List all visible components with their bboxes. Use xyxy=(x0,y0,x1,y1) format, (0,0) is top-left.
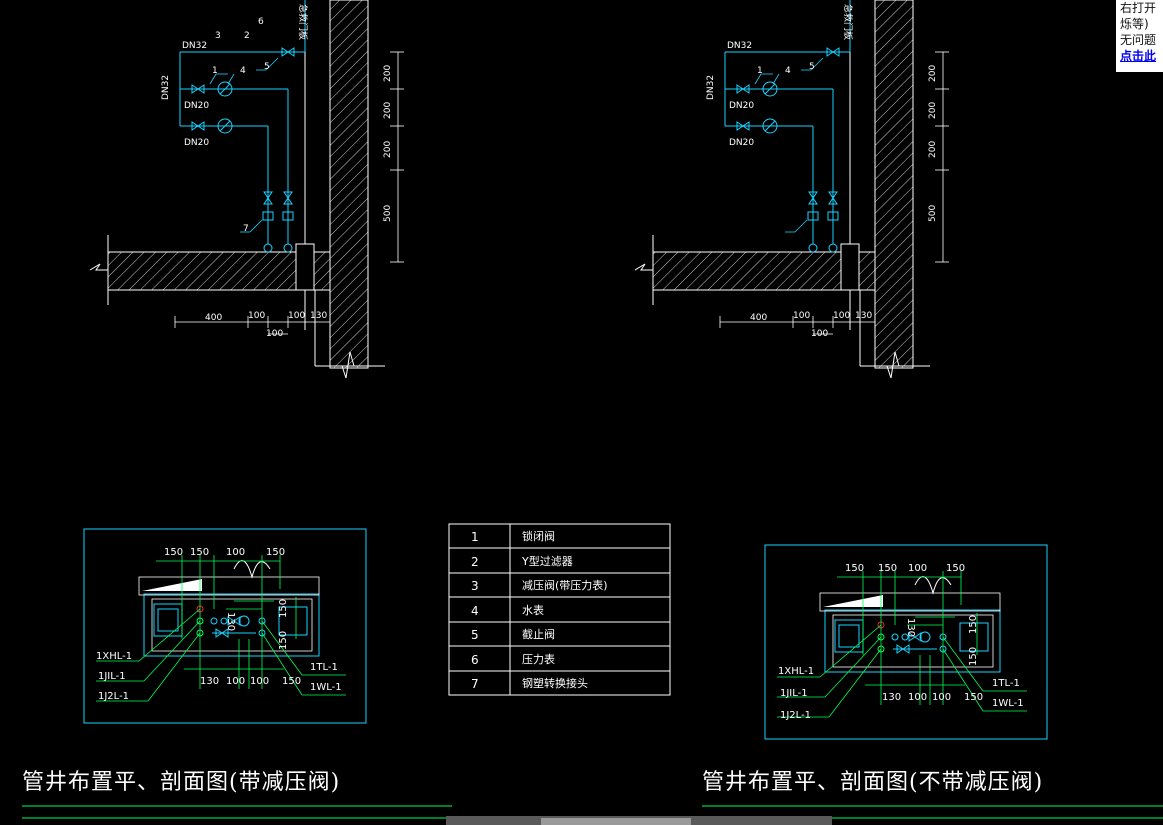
plan-dim-top-4-r: 150 xyxy=(946,563,965,574)
legend-name-3: 减压阀(带压力表) xyxy=(522,578,608,592)
riser-label-1-r: 1XHL-1 xyxy=(778,666,814,677)
drawing-title-right: 管井布置平、剖面图(不带减压阀) xyxy=(702,770,1044,795)
riser-label-4: 1TL-1 xyxy=(310,662,338,673)
label-dn32-side: DN32 xyxy=(161,75,171,100)
svg-text:4: 4 xyxy=(785,66,791,76)
svg-text:4: 4 xyxy=(240,66,246,76)
plan-dim-bot-3: 100 xyxy=(250,676,269,687)
plan-dim-top-2: 150 xyxy=(190,547,209,558)
legend-name-2: Y型过滤器 xyxy=(521,554,573,568)
hdim-1-r: 400 xyxy=(750,313,767,323)
legend-num-1: 1 xyxy=(471,530,479,544)
label-dn32-top-r: DN32 xyxy=(727,41,752,51)
plan-dim-bot-4: 150 xyxy=(282,676,301,687)
popup-link[interactable]: 点击此 xyxy=(1120,49,1157,63)
vdim-1-r: 200 xyxy=(928,65,938,82)
hdim-3-r: 100 xyxy=(833,311,850,321)
label-dn20-a-r: DN20 xyxy=(729,101,754,111)
riser-label-4-r: 1TL-1 xyxy=(992,678,1020,689)
vdim-3-r: 200 xyxy=(928,141,938,158)
legend-num-6: 6 xyxy=(471,653,479,667)
vdim-4: 500 xyxy=(383,205,393,222)
legend-num-5: 5 xyxy=(471,628,479,642)
plan-dim-side-a-r: 150 xyxy=(968,615,979,634)
plan-dim-inner-r: 130 xyxy=(905,618,916,637)
plan-dim-bot-1-r: 130 xyxy=(882,692,901,703)
section-view-right xyxy=(635,0,949,378)
riser-label-3: 1J2L-1 xyxy=(98,691,129,702)
legend-name-5: 截止阀 xyxy=(522,627,555,641)
riser-label-2: 1JIL-1 xyxy=(98,671,126,682)
vdim-3: 200 xyxy=(383,141,393,158)
legend-name-4: 水表 xyxy=(522,603,544,617)
horizontal-scrollbar[interactable] xyxy=(446,816,832,825)
scrollbar-thumb[interactable] xyxy=(541,818,691,825)
svg-text:5: 5 xyxy=(264,62,270,72)
popup-text-1: 右打开 xyxy=(1120,1,1157,15)
plan-dim-top-4: 150 xyxy=(266,547,285,558)
hdim-sub-r: 100 xyxy=(811,329,828,339)
hdim-1: 400 xyxy=(205,313,222,323)
label-vertical-r: 急救门板 xyxy=(842,4,854,40)
svg-text:7: 7 xyxy=(243,224,249,234)
label-vertical: 急救门板 xyxy=(297,4,309,40)
riser-label-3-r: 1J2L-1 xyxy=(780,710,811,721)
svg-text:6: 6 xyxy=(258,17,264,27)
plan-dim-inner: 130 xyxy=(225,612,236,631)
legend-num-4: 4 xyxy=(471,604,479,618)
legend-table xyxy=(448,523,671,696)
plan-dim-bot-3-r: 100 xyxy=(932,692,951,703)
riser-label-5-r: 1WL-1 xyxy=(992,698,1024,709)
legend-name-1: 锁闭阀 xyxy=(522,529,555,543)
legend-num-3: 3 xyxy=(471,579,479,593)
hdim-2-r: 100 xyxy=(793,311,810,321)
svg-text:2: 2 xyxy=(244,31,250,41)
svg-text:3: 3 xyxy=(215,31,221,41)
riser-label-2-r: 1JIL-1 xyxy=(780,688,808,699)
plan-dim-side-a: 150 xyxy=(278,599,289,618)
legend-num-2: 2 xyxy=(471,555,479,569)
legend-name-7: 钢塑转换接头 xyxy=(522,676,588,690)
label-dn32-top: DN32 xyxy=(182,41,207,51)
label-dn20-b: DN20 xyxy=(184,138,209,148)
drawing-title-left: 管井布置平、剖面图(带减压阀) xyxy=(22,770,341,795)
popup-text-3: 无问题 xyxy=(1120,33,1157,47)
plan-dim-top-1-r: 150 xyxy=(845,563,864,574)
label-dn32-side-r: DN32 xyxy=(706,75,716,100)
browser-popup: 右打开 烁等) 无问题 点击此 xyxy=(1116,0,1163,72)
plan-dim-bot-2-r: 100 xyxy=(908,692,927,703)
svg-text:1: 1 xyxy=(757,66,763,76)
plan-dim-side-b-r: 150 xyxy=(968,647,979,666)
label-dn20-a: DN20 xyxy=(184,101,209,111)
svg-text:5: 5 xyxy=(809,62,815,72)
plan-dim-top-3-r: 100 xyxy=(908,563,927,574)
plan-dim-top-3: 100 xyxy=(226,547,245,558)
legend-num-7: 7 xyxy=(471,677,479,691)
label-dn20-b-r: DN20 xyxy=(729,138,754,148)
riser-label-1: 1XHL-1 xyxy=(96,651,132,662)
plan-dim-top-1: 150 xyxy=(164,547,183,558)
hdim-2: 100 xyxy=(248,311,265,321)
riser-label-5: 1WL-1 xyxy=(310,682,342,693)
hdim-3: 100 xyxy=(288,311,305,321)
plan-dim-top-2-r: 150 xyxy=(878,563,897,574)
plan-dim-bot-4-r: 150 xyxy=(964,692,983,703)
plan-dim-side-b: 150 xyxy=(278,631,289,650)
section-view-left xyxy=(90,0,404,378)
plan-dim-bot-1: 130 xyxy=(200,676,219,687)
vdim-4-r: 500 xyxy=(928,205,938,222)
vdim-1: 200 xyxy=(383,65,393,82)
vdim-2: 200 xyxy=(383,102,393,119)
hdim-sub: 100 xyxy=(266,329,283,339)
hdim-4: 130 xyxy=(310,311,327,321)
vdim-2-r: 200 xyxy=(928,102,938,119)
svg-text:1: 1 xyxy=(212,66,218,76)
legend-name-6: 压力表 xyxy=(522,652,555,666)
plan-dim-bot-2: 100 xyxy=(226,676,245,687)
hdim-4-r: 130 xyxy=(855,311,872,321)
popup-text-2: 烁等) xyxy=(1120,17,1149,31)
